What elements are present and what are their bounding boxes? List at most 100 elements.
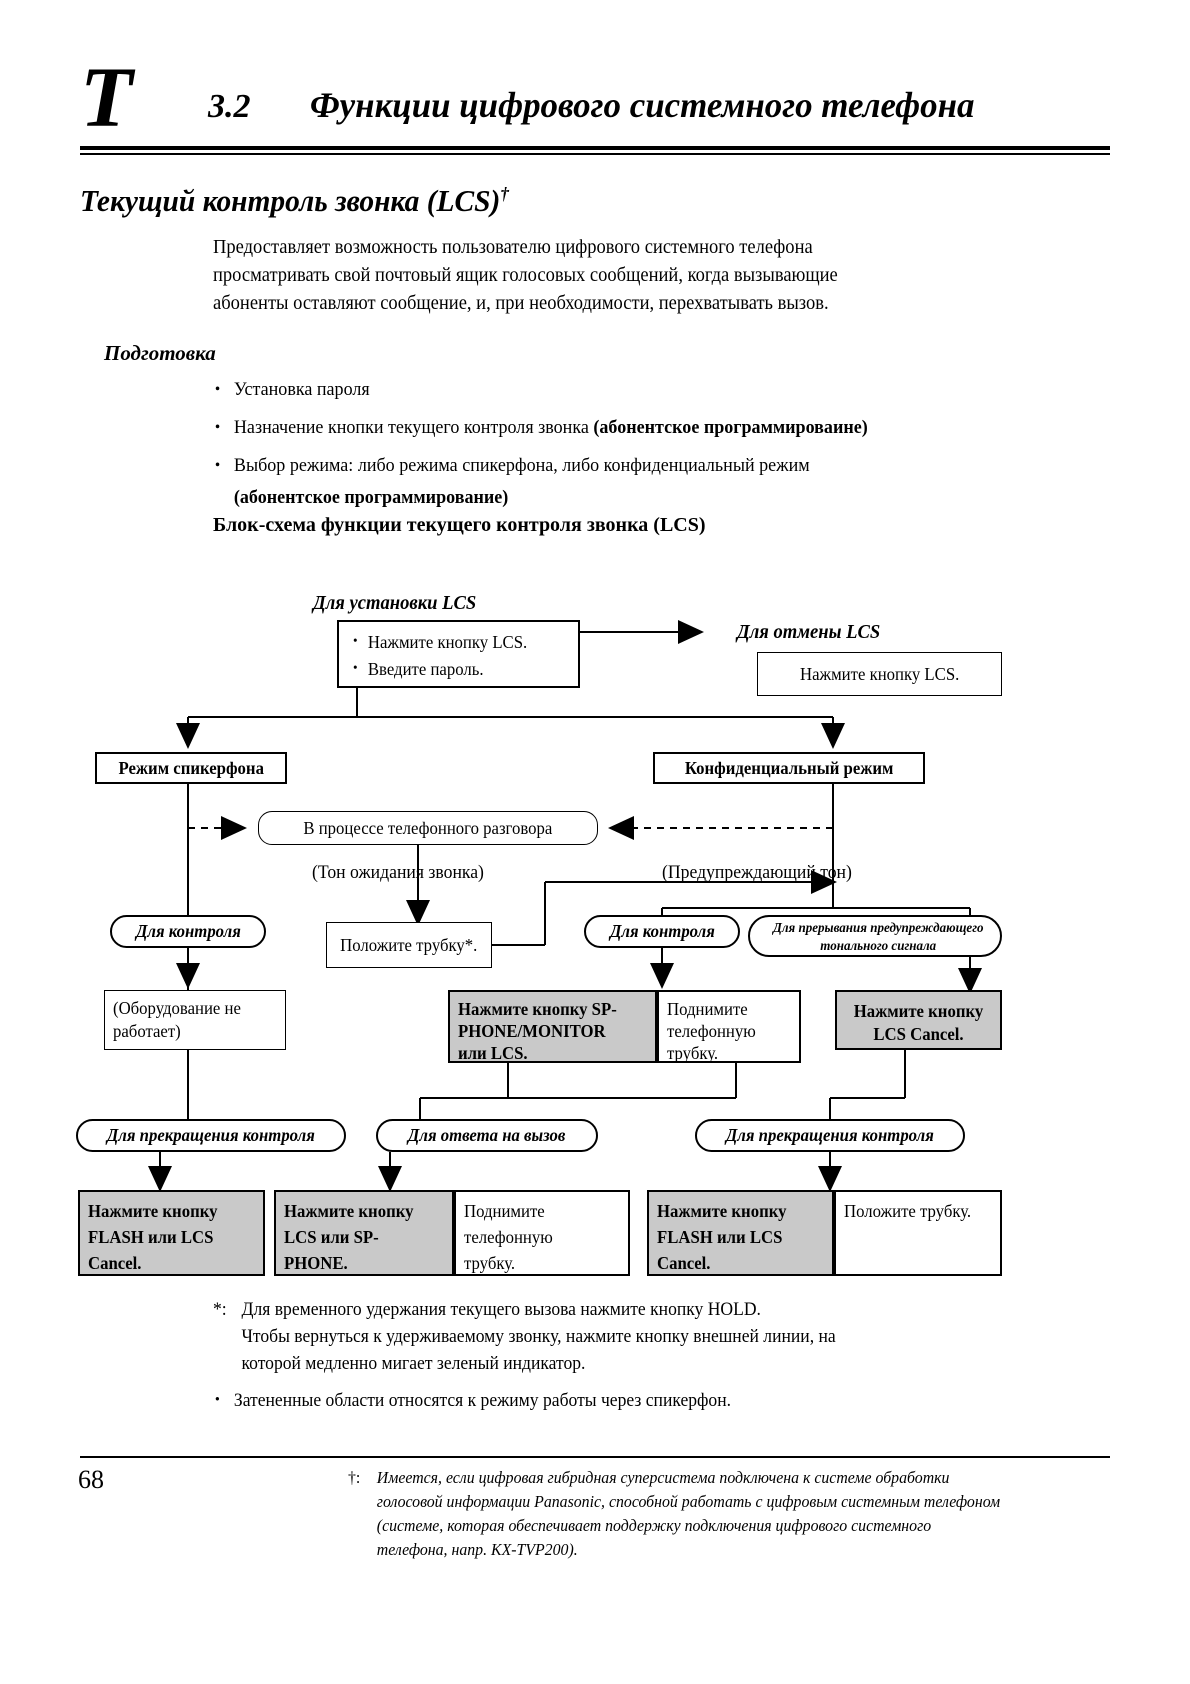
oval-stop-monitor-right: Для прекращения контроля <box>695 1119 965 1152</box>
intro-line-2: просматривать свой почтовый ящик голосов… <box>213 265 838 286</box>
intro-line-1: Предоставляет возможность пользователю ц… <box>213 237 813 258</box>
box-lift-handset-line-1: Поднимите <box>667 999 748 1019</box>
intro-line-3: абоненты оставляют сообщение, и, при нео… <box>213 293 829 314</box>
section-number: 3.2 <box>208 88 251 125</box>
box-lcs-cancel-line-2: LCS Cancel. <box>873 1024 964 1044</box>
box-mode-speakerphone: Режим спикерфона <box>95 752 287 784</box>
footnotes: *: Для временного удержания текущего выз… <box>213 1297 1003 1415</box>
oval-interrupt-line-1: Для прерывания предупреждающего <box>772 921 984 936</box>
mode-speakerphone-text: Режим спикерфона <box>118 757 264 778</box>
drop-cap-letter: T <box>80 49 133 145</box>
dagger-symbol: † <box>500 183 509 204</box>
dagger-footnote-mark: †: <box>348 1468 361 1487</box>
footnote-star-line-2: Чтобы вернуться к удерживаемому звонку, … <box>241 1327 836 1347</box>
section-title: Функции цифрового системного телефона <box>310 85 975 125</box>
box-press-lcs-or-sp-phone: Нажмите кнопку LCS или SP- PHONE. <box>274 1190 454 1276</box>
box-equipment-not-working: (Оборудование не работает) <box>104 990 286 1050</box>
list-item: Установка пароля <box>213 375 964 405</box>
feature-title: Текущий контроль звонка (LCS)† <box>80 183 509 219</box>
dagger-footnote: †: Имеется, если цифровая гибридная супе… <box>348 1466 1038 1562</box>
box-sp-phone-line-1: Нажмите кнопку SP- <box>458 999 617 1019</box>
box-set-lcs: Нажмите кнопку LCS. Введите пароль. <box>337 620 580 688</box>
dagger-footnote-line-2: голосовой информации Panasonic, способно… <box>376 1492 1001 1511</box>
oval-answer-call: Для ответа на вызов <box>376 1119 598 1152</box>
mode-private-text: Конфиденциальный режим <box>684 757 894 778</box>
footnote-star-row: *: Для временного удержания текущего выз… <box>213 1297 964 1324</box>
footnote-star-line-1: Для временного удержания текущего вызова… <box>241 1300 761 1320</box>
box-hangup2-text: Положите трубку. <box>844 1201 972 1221</box>
box-lcs-sp-line-2: LCS или SP- <box>284 1227 379 1247</box>
dagger-footnote-row: †: Имеется, если цифровая гибридная супе… <box>348 1466 1010 1490</box>
box-flash-right-line-2: FLASH или LCS <box>657 1227 783 1247</box>
label-set-lcs: Для установки LCS <box>313 592 477 614</box>
oval-stop-monitor-right-text: Для прекращения контроля <box>725 1125 935 1145</box>
box-lift2-line-3: трубку. <box>464 1253 516 1273</box>
box-hangup-star: Положите трубку*. <box>326 922 492 968</box>
oval-monitor-right: Для контроля <box>584 915 740 948</box>
dagger-footnote-line-4: телефона, напр. KX-TVP200). <box>376 1540 578 1559</box>
dagger-footnote-line-3: (системе, которая обеспечивает поддержку… <box>376 1516 932 1535</box>
oval-interrupt-line-2: тонального сигнала <box>820 939 937 954</box>
box-flash-lcs-cancel-right: Нажмите кнопку FLASH или LCS Cancel. <box>647 1190 834 1276</box>
box-cancel-lcs-text: Нажмите кнопку LCS. <box>799 663 960 684</box>
list-item: Выбор режима: либо режима спикерфона, ли… <box>213 451 964 513</box>
feature-title-text: Текущий контроль звонка (LCS) <box>80 183 501 218</box>
box-lift-handset-2: Поднимите телефонную трубку. <box>454 1190 630 1276</box>
box-flash-left-line-3: Cancel. <box>88 1253 142 1273</box>
box-flash-left-line-1: Нажмите кнопку <box>88 1201 218 1221</box>
box-lcs-cancel-line-1: Нажмите кнопку <box>853 1001 984 1021</box>
feature-intro: Предоставляет возможность пользователю ц… <box>213 234 897 318</box>
preparation-list: Установка пароля Назначение кнопки текущ… <box>213 375 1003 521</box>
list-item: Назначение кнопки текущего контроля звон… <box>213 413 964 443</box>
header-rule-thin <box>80 153 1110 155</box>
oval-interrupt-warning-tone: Для прерывания предупреждающего тонально… <box>748 915 1002 957</box>
prep-item-2-text: Назначение кнопки текущего контроля звон… <box>233 417 594 438</box>
page-header: T 3.2 Функции цифрового системного телеф… <box>80 54 1110 152</box>
box-lift2-line-1: Поднимите <box>464 1201 545 1221</box>
box-not-working-line-2: работает) <box>113 1021 181 1041</box>
box-lcs-sp-line-3: PHONE. <box>284 1253 348 1273</box>
box-hangup-2: Положите трубку. <box>834 1190 1002 1276</box>
box-lift2-line-2: телефонную <box>464 1227 553 1247</box>
box-flash-right-line-1: Нажмите кнопку <box>657 1201 787 1221</box>
prep-item-1-text: Установка пароля <box>233 379 370 400</box>
prep-item-3-text: Выбор режима: либо режима спикерфона, ли… <box>233 455 810 476</box>
dagger-footnote-line-1: Имеется, если цифровая гибридная суперси… <box>376 1468 950 1487</box>
oval-stop-monitor-left: Для прекращения контроля <box>76 1119 346 1152</box>
box-lift-handset: Поднимите телефонную трубку. <box>657 990 801 1063</box>
box-press-sp-phone-monitor: Нажмите кнопку SP- PHONE/MONITOR или LCS… <box>448 990 657 1063</box>
box-flash-left-line-2: FLASH или LCS <box>88 1227 214 1247</box>
box-sp-phone-line-2: PHONE/MONITOR <box>458 1021 606 1041</box>
footnote-star-line-3: которой медленно мигает зеленый индикато… <box>241 1354 586 1374</box>
preparation-heading: Подготовка <box>104 341 216 365</box>
box-cancel-lcs: Нажмите кнопку LCS. <box>757 652 1002 696</box>
box-hangup-star-text: Положите трубку*. <box>340 934 478 955</box>
box-flash-right-line-3: Cancel. <box>657 1253 711 1273</box>
box-mode-private: Конфиденциальный режим <box>653 752 925 784</box>
header-rule-thick <box>80 146 1110 150</box>
box-press-lcs-cancel: Нажмите кнопку LCS Cancel. <box>835 990 1002 1050</box>
oval-in-conversation-text: В процессе телефонного разговора <box>303 817 553 838</box>
oval-in-conversation: В процессе телефонного разговора <box>258 811 598 845</box>
label-tone-warning: (Предупреждающий тон) <box>662 862 852 883</box>
page-number: 68 <box>78 1465 104 1494</box>
footer-rule <box>80 1456 1110 1458</box>
box-sp-phone-line-3: или LCS. <box>458 1043 528 1063</box>
box-lcs-sp-line-1: Нажмите кнопку <box>284 1201 414 1221</box>
label-cancel-lcs: Для отмены LCS <box>737 621 881 643</box>
footnote-shaded-note: Затененные области относятся к режиму ра… <box>213 1387 964 1415</box>
oval-monitor-right-text: Для контроля <box>609 921 715 941</box>
label-tone-waiting: (Тон ожидания звонка) <box>312 862 484 883</box>
prep-item-3-subline: (абонентское программирование) <box>233 487 509 508</box>
oval-stop-monitor-left-text: Для прекращения контроля <box>106 1125 316 1145</box>
diagram-heading: Блок-схема функции текущего контроля зво… <box>213 514 706 536</box>
oval-monitor-left: Для контроля <box>110 915 266 948</box>
box-set-line-1: Нажмите кнопку LCS. <box>353 630 575 654</box>
box-lift-handset-line-3: трубку. <box>667 1043 719 1063</box>
box-flash-lcs-cancel-left: Нажмите кнопку FLASH или LCS Cancel. <box>78 1190 265 1276</box>
oval-monitor-left-text: Для контроля <box>135 921 241 941</box>
box-not-working-line-1: (Оборудование не <box>113 998 241 1018</box>
